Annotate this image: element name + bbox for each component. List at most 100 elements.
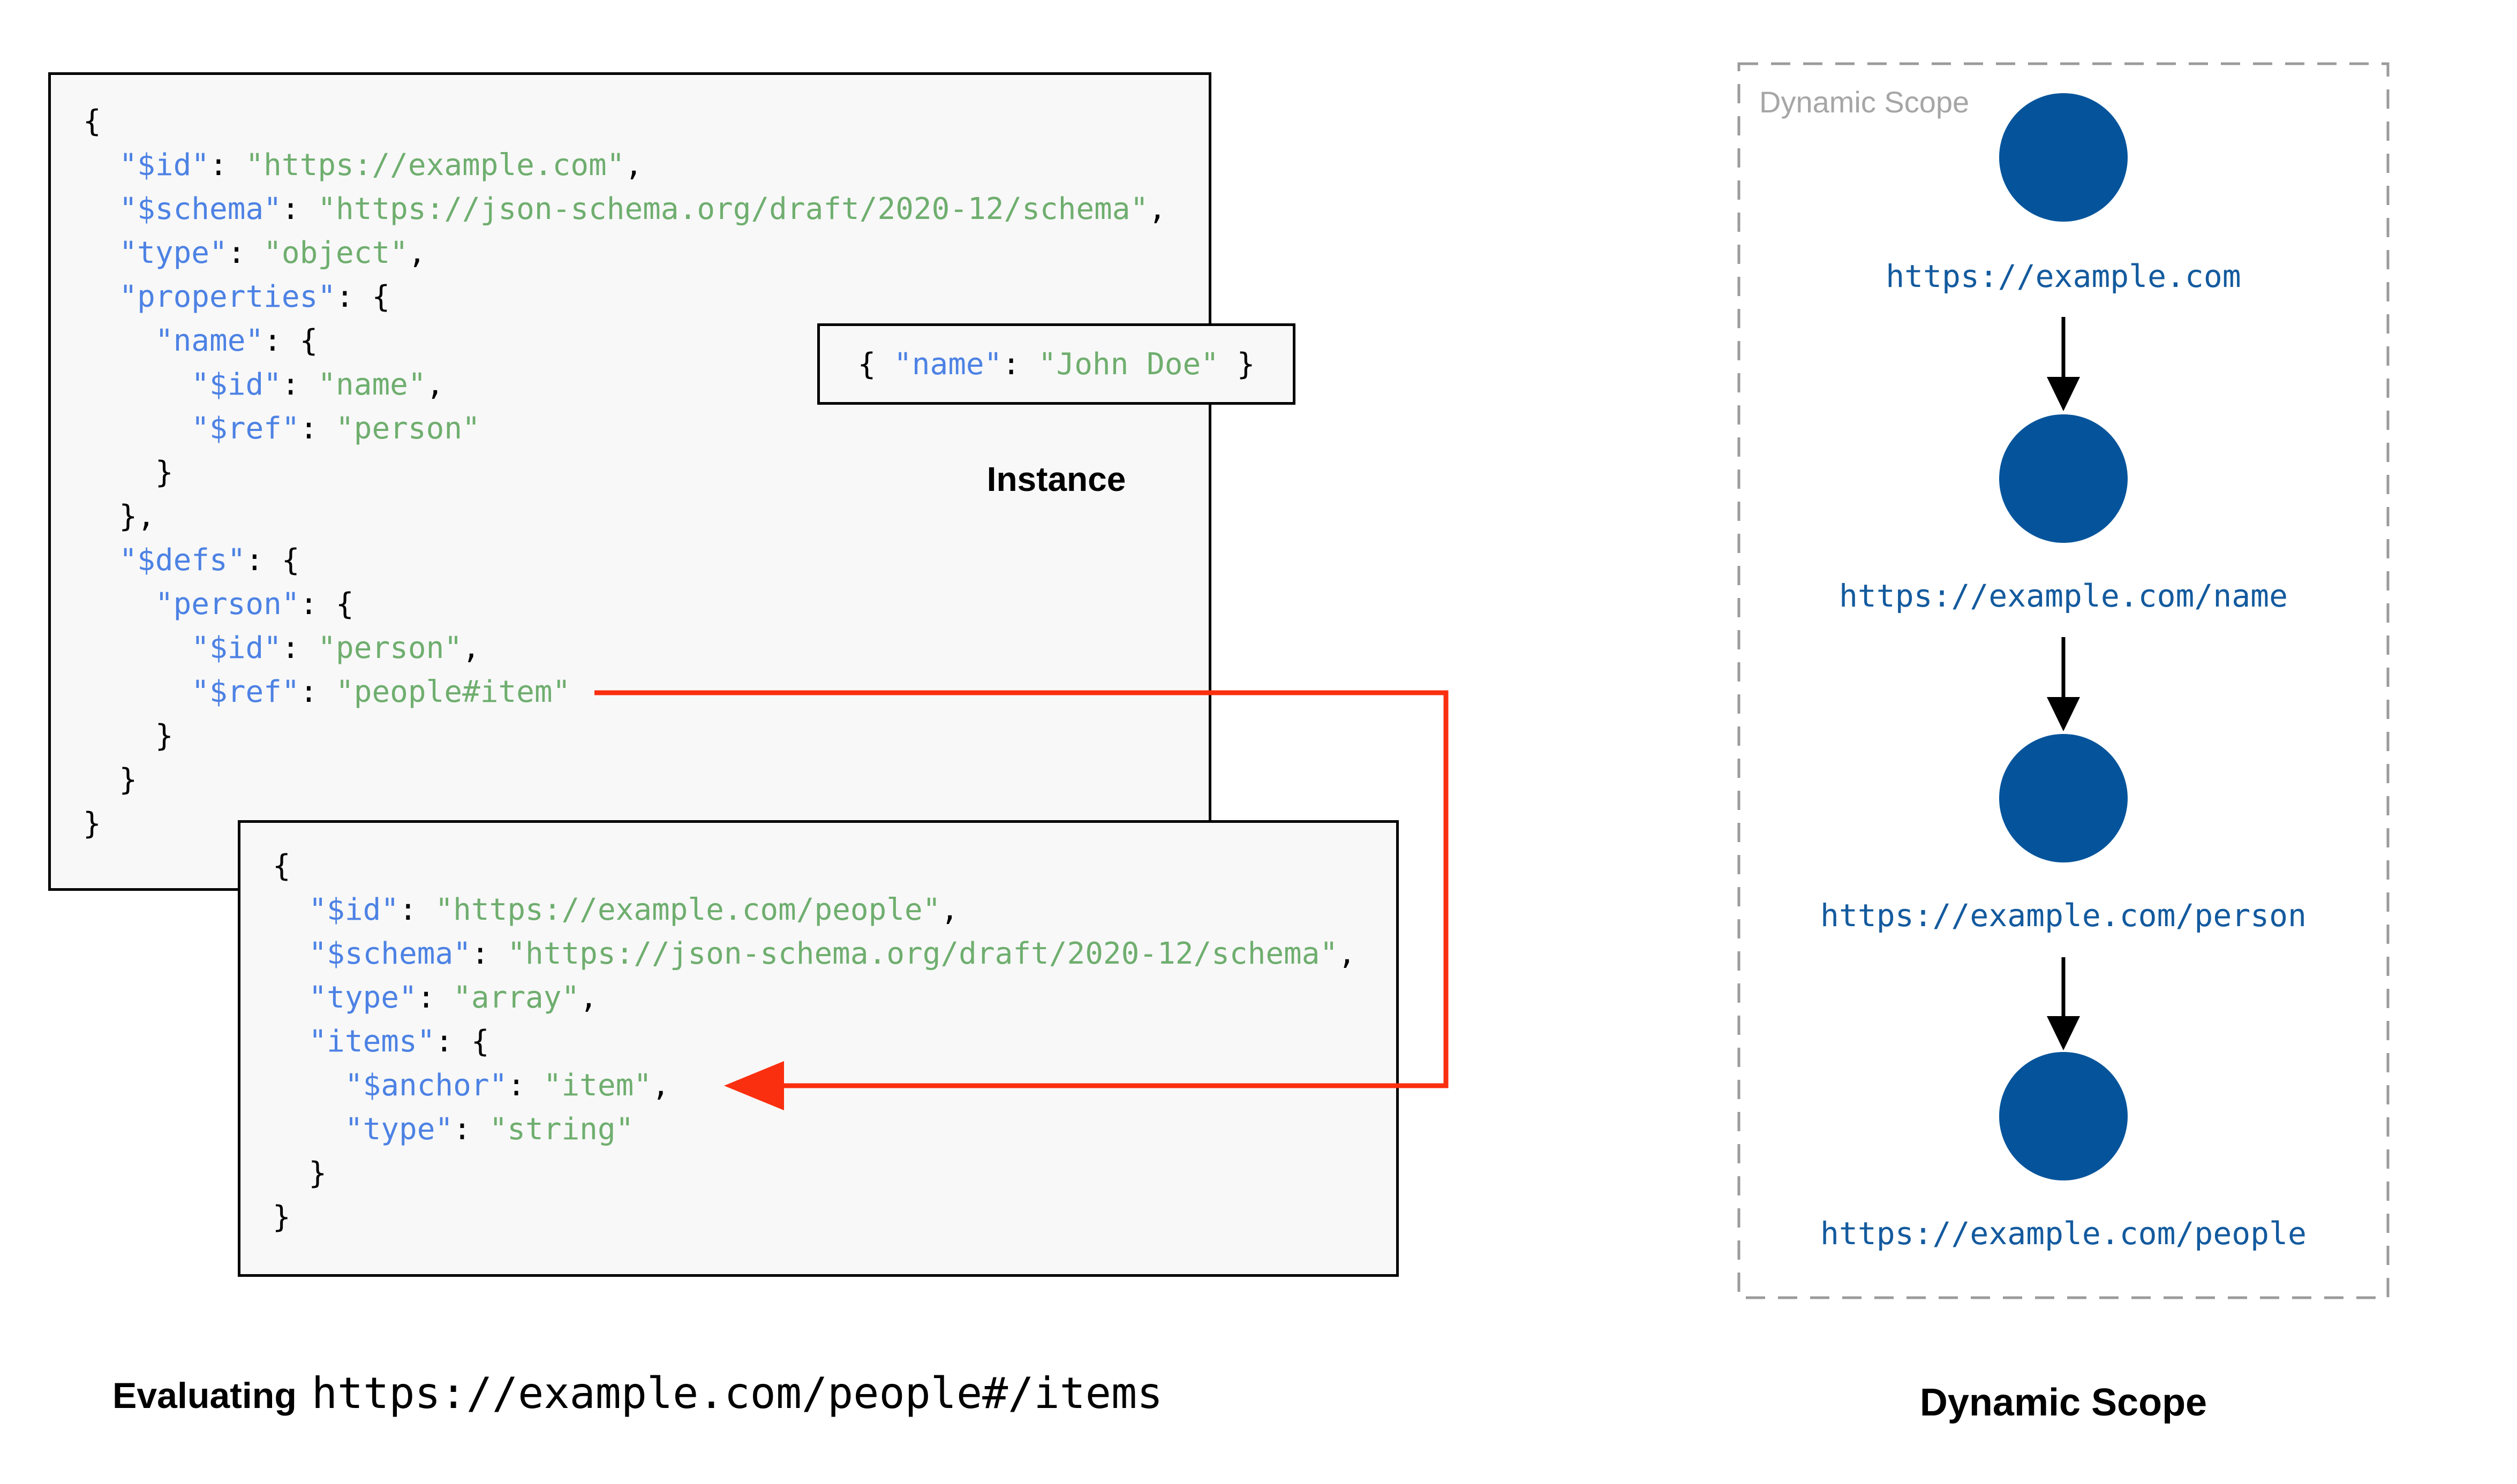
- scope-node-url: https://example.com: [1886, 258, 2241, 294]
- code-line: }: [273, 1152, 1396, 1195]
- code-token: "type": [119, 236, 228, 270]
- code-line: "$schema": "https://json-schema.org/draf…: [83, 187, 1209, 231]
- code-token: }: [83, 718, 174, 753]
- code-token: ,: [462, 631, 480, 665]
- instance-box: { "name": "John Doe" }: [817, 323, 1295, 405]
- code-token: }: [1218, 346, 1255, 382]
- code-token: :: [281, 631, 318, 665]
- code-line: "$schema": "https://json-schema.org/draf…: [273, 932, 1396, 976]
- scope-node-url: https://example.com/name: [1838, 578, 2288, 614]
- code-line: "type": "object",: [83, 231, 1209, 275]
- scope-node-circle: [1999, 414, 2128, 543]
- code-line: "person": {: [83, 582, 1209, 626]
- evaluating-caption: Evaluating https://example.com/people#/i…: [112, 1368, 1163, 1445]
- code-token: "string": [489, 1112, 634, 1147]
- code-token: [83, 323, 155, 358]
- code-token: ,: [579, 980, 598, 1015]
- code-token: "$ref": [191, 411, 300, 446]
- code-token: {: [273, 849, 291, 883]
- code-token: :: [227, 236, 264, 270]
- code-token: "https://example.com/people": [435, 892, 941, 927]
- code-token: :: [399, 892, 435, 927]
- code-token: [83, 148, 119, 183]
- code-token: "https://example.com": [245, 148, 625, 183]
- code-line: "properties": {: [83, 275, 1209, 319]
- scope-node-circle: [1999, 734, 2128, 862]
- code-token: [273, 980, 308, 1015]
- code-line: "$ref": "people#item": [83, 670, 1209, 714]
- code-line: },: [83, 495, 1209, 539]
- code-line: "name": {: [83, 319, 1209, 363]
- code-token: : {: [299, 587, 354, 622]
- code-token: [83, 631, 191, 665]
- code-token: "person": [318, 631, 463, 665]
- code-token: :: [417, 980, 454, 1015]
- scope-down-arrow-icon: [2047, 637, 2080, 731]
- code-token: [83, 279, 119, 314]
- code-line: "$id": "https://example.com/people",: [273, 888, 1396, 932]
- code-line: }: [83, 451, 1209, 495]
- code-token: "type": [344, 1112, 454, 1147]
- code-token: ,: [1148, 192, 1166, 226]
- evaluating-caption-prefix: Evaluating: [112, 1375, 297, 1416]
- code-token: [83, 587, 155, 622]
- scope-node-circle: [1999, 93, 2128, 222]
- code-line: "$anchor": "item",: [273, 1064, 1396, 1108]
- code-line: "$id": "person",: [83, 626, 1209, 670]
- code-token: [273, 1024, 308, 1059]
- code-token: "properties": [119, 279, 336, 314]
- code-token: [83, 543, 119, 578]
- code-token: }: [83, 806, 101, 841]
- code-token: }: [273, 1200, 291, 1235]
- code-token: [83, 192, 119, 226]
- code-line: {: [83, 100, 1209, 143]
- code-token: : {: [336, 279, 390, 314]
- instance-label: Instance: [986, 460, 1126, 498]
- code-token: [83, 367, 191, 402]
- code-line: "$defs": {: [83, 539, 1209, 582]
- code-token: {: [857, 346, 894, 382]
- scope-node-circle: [1999, 1052, 2128, 1180]
- code-token: }: [83, 762, 138, 797]
- code-token: ,: [652, 1068, 670, 1103]
- code-token: "John Doe": [1038, 346, 1219, 382]
- code-token: :: [299, 675, 336, 709]
- evaluating-caption-uri: https://example.com/people#/items: [311, 1368, 1163, 1418]
- code-token: [273, 1112, 345, 1147]
- code-token: "https://json-schema.org/draft/2020-12/s…: [318, 192, 1149, 226]
- code-token: "people#item": [336, 675, 571, 709]
- code-token: "person": [155, 587, 300, 622]
- scope-node-url: https://example.com/person: [1820, 897, 2307, 934]
- code-token: "item": [543, 1068, 652, 1103]
- code-token: "https://json-schema.org/draft/2020-12/s…: [507, 936, 1338, 971]
- code-token: "$id": [191, 367, 282, 402]
- code-token: ,: [1338, 936, 1356, 971]
- code-line: { "name": "John Doe" }: [858, 347, 1255, 382]
- code-line: "type": "array",: [273, 976, 1396, 1020]
- code-token: ,: [426, 367, 444, 402]
- code-token: },: [83, 499, 155, 534]
- code-token: :: [281, 192, 318, 226]
- code-token: [273, 936, 308, 971]
- code-token: [273, 892, 308, 927]
- code-token: {: [83, 104, 101, 139]
- code-line: }: [83, 802, 1209, 846]
- code-token: [83, 411, 191, 446]
- scope-node-url: https://example.com/people: [1820, 1215, 2307, 1252]
- code-token: "$schema": [119, 192, 282, 226]
- code-token: "items": [308, 1024, 435, 1059]
- dynamic-scope-panel-label: Dynamic Scope: [1759, 85, 1970, 119]
- code-line: {: [273, 844, 1396, 888]
- code-line: }: [273, 1195, 1396, 1239]
- scope-down-arrow-icon: [2047, 957, 2080, 1050]
- code-token: "$schema": [308, 936, 471, 971]
- code-token: :: [1002, 346, 1038, 382]
- code-line: }: [83, 714, 1209, 758]
- code-token: "person": [336, 411, 480, 446]
- code-token: "$defs": [119, 543, 246, 578]
- code-token: ,: [940, 892, 959, 927]
- code-token: }: [83, 455, 174, 490]
- code-token: :: [209, 148, 246, 183]
- code-token: "name": [894, 346, 1003, 382]
